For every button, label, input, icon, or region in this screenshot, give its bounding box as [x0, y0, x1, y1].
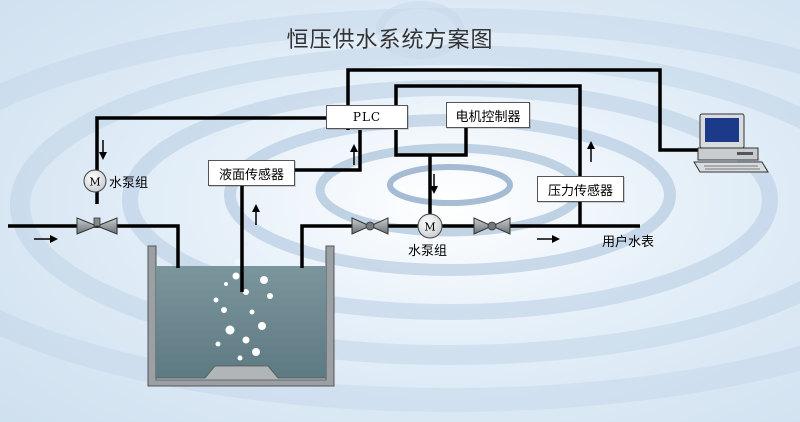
pressure-sensor-box: 压力传感器 [537, 176, 624, 202]
water-bubbles [213, 242, 273, 361]
water-tank [147, 245, 335, 387]
ripple-rings [0, 1, 800, 412]
diagram-title: 恒压供水系统方案图 [286, 28, 494, 53]
pump-left: M [83, 169, 107, 193]
plc-box: PLC [326, 105, 408, 129]
pump-left-motor-symbol: M [89, 176, 100, 189]
plc-to-pressure-line [394, 84, 582, 226]
tank-water [156, 266, 326, 378]
valve-left [76, 217, 118, 235]
outlet-pipe [300, 224, 640, 268]
pump-center: M [417, 213, 443, 239]
flow-arrows [34, 140, 595, 243]
inlet-pipe [8, 224, 180, 268]
plc-to-computer-line [346, 68, 700, 152]
pump-group-left-label: 水泵组 [109, 176, 149, 191]
motor-controller-box: 电机控制器 [446, 102, 530, 128]
level-to-plc-line [293, 130, 362, 172]
pump-center-motor-symbol: M [424, 221, 435, 234]
computer-icon [693, 113, 769, 173]
valve-center-right [473, 217, 511, 235]
user-meter-label: 用户水表 [602, 235, 655, 250]
pump-group-center-label: 水泵组 [408, 244, 448, 259]
valve-center-left [351, 217, 389, 235]
level-sensor-box: 液面传感器 [208, 160, 295, 186]
tank-bottom-step [155, 365, 327, 381]
